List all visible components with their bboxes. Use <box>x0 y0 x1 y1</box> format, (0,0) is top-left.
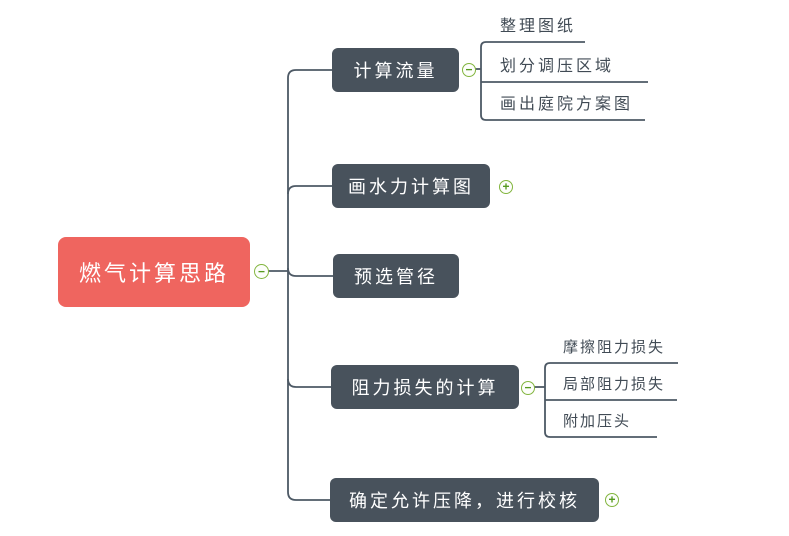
topic-root[interactable]: 燃气计算思路 <box>58 237 250 307</box>
minus-icon: − <box>465 62 473 77</box>
topic-preselect-pipe-diameter[interactable]: 预选管径 <box>333 254 459 298</box>
subtopic-additional-head[interactable]: 附加压头 <box>563 412 631 432</box>
subtopic-local-loss[interactable]: 局部阻力损失 <box>563 375 665 395</box>
topic-hydraulic-diagram[interactable]: 画水力计算图 <box>332 164 490 208</box>
edge-branch2 <box>287 185 333 195</box>
topic-label: 阻力损失的计算 <box>351 378 499 398</box>
edge-branch4 <box>287 378 332 388</box>
subtopic-label: 整理图纸 <box>500 18 577 35</box>
plus-icon: + <box>608 492 616 507</box>
topic-allowable-pressure-drop-check[interactable]: 确定允许压降，进行校核 <box>330 478 599 522</box>
edge-branch3 <box>287 267 333 277</box>
topic-root-label: 燃气计算思路 <box>78 261 229 286</box>
subtopic-label: 摩擦阻力损失 <box>563 339 666 356</box>
subtopic-label: 局部阻力损失 <box>563 376 666 393</box>
topic-label: 确定允许压降，进行校核 <box>349 491 580 511</box>
topic-label: 计算流量 <box>353 61 438 81</box>
root-collapse-button[interactable]: − <box>254 264 269 279</box>
topic-calc-flow[interactable]: 计算流量 <box>332 48 459 92</box>
topic-label: 预选管径 <box>354 267 438 287</box>
subtopic-divide-regulation-zones[interactable]: 划分调压区域 <box>500 57 614 77</box>
edge-b1-outer <box>480 41 645 121</box>
subtopic-friction-loss[interactable]: 摩擦阻力损失 <box>563 338 665 358</box>
branch5-expand-button[interactable]: + <box>605 493 619 507</box>
topic-label: 画水力计算图 <box>348 177 474 197</box>
edge-trunk <box>287 69 333 501</box>
minus-icon: − <box>524 380 532 395</box>
subtopic-organize-drawings[interactable]: 整理图纸 <box>500 17 576 37</box>
subtopic-label: 附加压头 <box>563 413 632 430</box>
branch1-collapse-button[interactable]: − <box>462 63 476 77</box>
plus-icon: + <box>502 179 510 194</box>
topic-resistance-loss-calc[interactable]: 阻力损失的计算 <box>331 365 519 409</box>
minus-icon: − <box>257 264 265 278</box>
subtopic-label: 划分调压区域 <box>500 58 615 75</box>
subtopic-label: 画出庭院方案图 <box>500 96 634 113</box>
branch2-expand-button[interactable]: + <box>499 180 513 194</box>
branch4-collapse-button[interactable]: − <box>521 381 535 395</box>
subtopic-courtyard-plan[interactable]: 画出庭院方案图 <box>500 95 633 115</box>
